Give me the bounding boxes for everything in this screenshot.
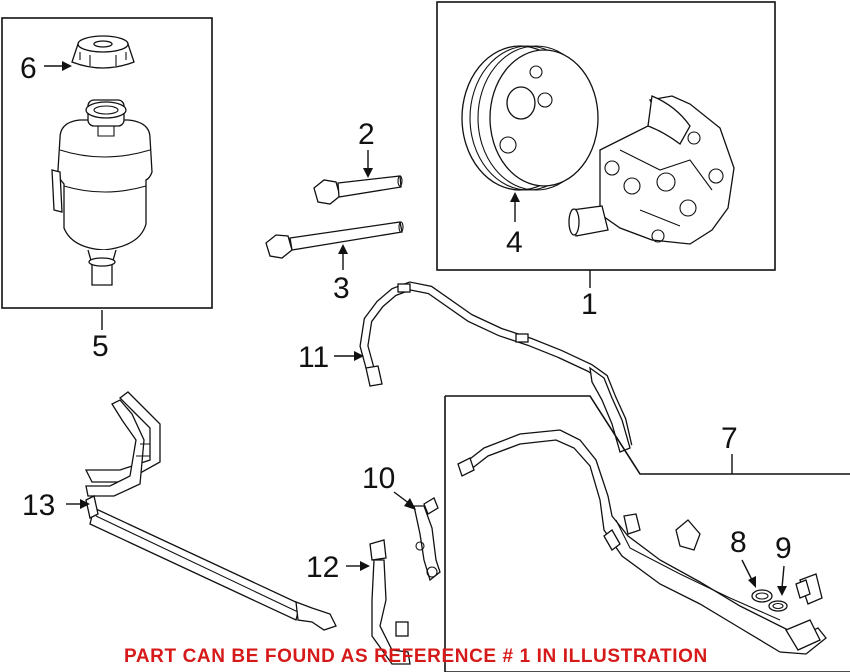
hose-12	[369, 539, 411, 665]
bolt-long	[265, 221, 404, 259]
o-ring-9	[768, 600, 788, 612]
pressure-line-11	[359, 281, 633, 453]
cooler-assembly-13	[84, 391, 337, 631]
pump-box	[436, 1, 776, 271]
callout-11: 11	[298, 341, 329, 374]
reservoir-body	[51, 99, 153, 286]
callout-10: 10	[362, 462, 395, 495]
pulley	[461, 45, 599, 191]
bolt-short	[313, 175, 403, 205]
callout-9: 9	[775, 532, 792, 565]
hose-assembly-box	[444, 395, 850, 672]
callout-4: 4	[506, 226, 523, 259]
line-10	[413, 497, 441, 582]
hose-assembly-group	[444, 395, 850, 672]
callout-7: 7	[721, 422, 738, 455]
callout-1: 1	[581, 288, 598, 321]
reference-note: PART CAN BE FOUND AS REFERENCE # 1 IN IL…	[124, 646, 708, 667]
pump-group	[436, 1, 776, 271]
callout-5: 5	[92, 330, 109, 363]
reservoir-box	[1, 17, 213, 309]
reservoir-group	[1, 17, 213, 309]
callout-6: 6	[20, 52, 37, 85]
o-ring-8	[751, 589, 773, 603]
leader-lines	[44, 61, 787, 596]
callout-13: 13	[22, 489, 55, 522]
callout-12: 12	[306, 551, 339, 584]
callout-2: 2	[358, 118, 375, 151]
callout-8: 8	[730, 526, 747, 559]
reservoir-cap	[71, 35, 135, 69]
callout-3: 3	[333, 272, 350, 305]
pump-body	[568, 95, 735, 245]
